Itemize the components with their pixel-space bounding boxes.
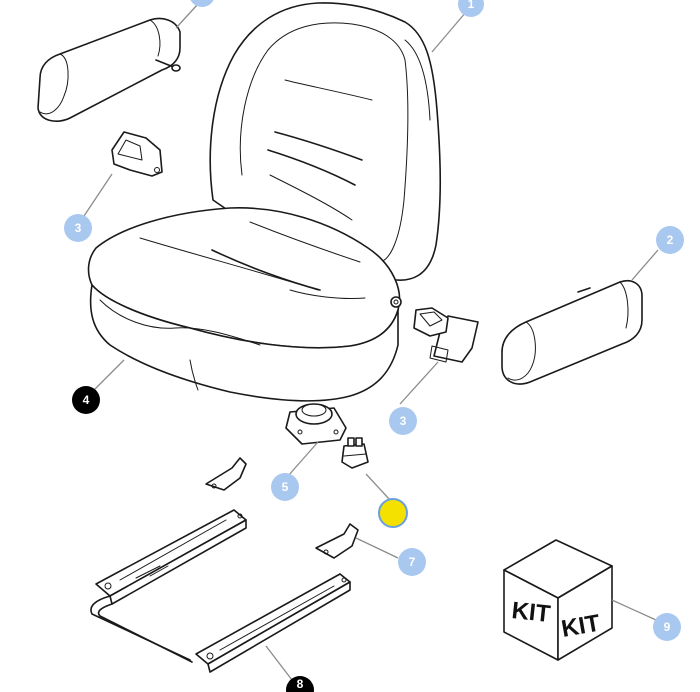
seat-belt-buckle-left bbox=[111, 131, 163, 177]
mounting-kit: KIT KIT bbox=[503, 539, 613, 661]
callout-2[interactable]: 2 bbox=[656, 226, 684, 254]
callout-6-highlighted[interactable] bbox=[378, 498, 408, 528]
svg-text:1: 1 bbox=[199, 0, 206, 1]
callout-5[interactable]: 5 bbox=[271, 473, 299, 501]
seat-belt-latch-right bbox=[413, 307, 479, 363]
seat-switch bbox=[341, 437, 369, 469]
callout-1-seat[interactable]: 1 bbox=[458, 0, 484, 17]
armrest-right bbox=[501, 280, 643, 385]
callout-3-left[interactable]: 3 bbox=[64, 214, 92, 242]
callouts: 1 1 2 3 3 4 5 7 bbox=[64, 0, 684, 692]
svg-text:2: 2 bbox=[667, 233, 674, 247]
seat-slide-rails bbox=[90, 457, 359, 673]
seat bbox=[87, 2, 442, 402]
leader-lines bbox=[83, 3, 659, 681]
callout-1-armrest[interactable]: 1 bbox=[189, 0, 215, 7]
svg-text:7: 7 bbox=[409, 555, 416, 569]
callout-9[interactable]: 9 bbox=[653, 613, 681, 641]
svg-text:8: 8 bbox=[297, 677, 304, 691]
svg-text:5: 5 bbox=[282, 480, 289, 494]
kit-box-face-right bbox=[557, 565, 613, 661]
callout-8[interactable]: 8 bbox=[286, 676, 314, 692]
armrest-left bbox=[37, 17, 181, 122]
svg-text:9: 9 bbox=[664, 620, 671, 634]
svg-text:4: 4 bbox=[83, 393, 90, 407]
seat-mount-bracket bbox=[285, 403, 347, 445]
kit-label-right: KIT bbox=[559, 610, 602, 643]
kit-label-left: KIT bbox=[510, 597, 552, 628]
svg-text:3: 3 bbox=[400, 414, 407, 428]
svg-text:1: 1 bbox=[468, 0, 475, 11]
callout-3-right[interactable]: 3 bbox=[389, 407, 417, 435]
callout-7[interactable]: 7 bbox=[398, 548, 426, 576]
svg-text:3: 3 bbox=[75, 221, 82, 235]
callout-4[interactable]: 4 bbox=[72, 386, 100, 414]
